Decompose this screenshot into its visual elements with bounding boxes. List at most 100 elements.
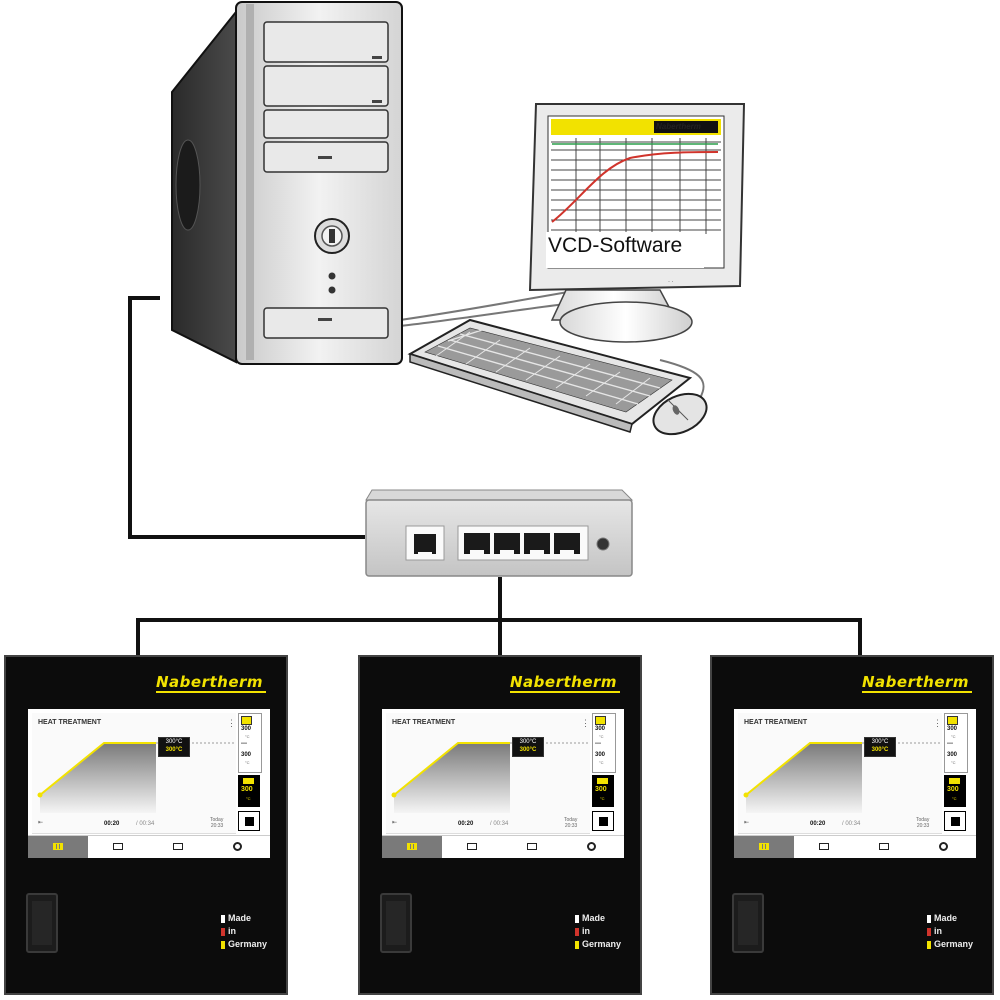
gear-icon [939,842,948,851]
controller-screen: HEAT TREATMENT ⋮ 300°C 300°C ⇤ 00:20 / 0… [382,709,624,858]
nav-bar [734,835,976,858]
mouse [652,392,708,436]
menu-icon[interactable]: ⋮ [227,718,236,728]
software-grid [551,138,721,234]
stop-icon [245,817,254,826]
zone-flag-icon [595,716,606,725]
chart-icon [819,843,829,850]
archive-icon [879,843,889,850]
nav-chart[interactable] [442,836,502,858]
elapsed-time: 00:20 [810,821,826,827]
controller-screen: HEAT TREATMENT ⋮ 300°C 300°C ⇤ 00:20 / 0… [28,709,270,858]
setpoint-tag: 300°C 300°C [864,737,896,757]
stop-button[interactable] [944,811,966,831]
monitor-brand-logo: Nabertherm [656,122,701,131]
nav-chart[interactable] [88,836,148,858]
program-curve [37,742,236,813]
controller-screen: HEAT TREATMENT ⋮ 300°C 300°C ⇤ 00:20 / 0… [734,709,976,858]
nav-settings[interactable] [914,836,974,858]
total-time: / 00:34 [136,821,155,827]
program-title: HEAT TREATMENT [744,719,808,726]
archive-icon [527,843,537,850]
network-switch [365,489,634,577]
nav-program[interactable] [734,836,794,858]
menu-icon[interactable]: ⋮ [581,718,590,728]
power-switch[interactable] [380,893,412,953]
program-plot: HEAT TREATMENT ⋮ 300°C 300°C ⇤ 00:20 / 0… [738,713,942,834]
nav-program[interactable] [382,836,442,858]
zone-flag-icon [241,716,252,725]
nav-settings[interactable] [208,836,268,858]
zone-panel: 300 °C --- 300 °C 300 °C [592,713,622,833]
elapsed-time: 00:20 [458,821,474,827]
program-icon: ⇤ [744,820,750,826]
svg-text:· ·: · · [668,279,674,285]
zone-panel: 300 °C --- 300 °C 300 °C [238,713,268,833]
heater-icon [243,778,254,784]
brand-logo: Nabertherm [156,673,264,691]
power-switch[interactable] [732,893,764,953]
nav-chart[interactable] [794,836,854,858]
cable-pc-to-switch [128,296,365,539]
elapsed-time: 00:20 [104,821,120,827]
front-slot [263,307,389,339]
program-title: HEAT TREATMENT [38,719,102,726]
program-plot: HEAT TREATMENT ⋮ 300°C 300°C ⇤ 00:20 / 0… [32,713,236,834]
furnace-controller-1: Nabertherm HEAT TREATMENT ⋮ 300°C 300°C … [4,655,288,995]
total-time: / 00:34 [490,821,509,827]
nav-archive[interactable] [148,836,208,858]
network-cables [128,296,862,655]
program-icon: ⇤ [38,820,44,826]
total-time: / 00:34 [842,821,861,827]
zone-flag-icon [947,716,958,725]
drive-bay-2 [263,65,389,107]
switch-power-led [596,537,610,551]
stop-button[interactable] [592,811,614,831]
active-zone[interactable]: 300 °C [238,775,260,807]
active-zone[interactable]: 300 °C [592,775,614,807]
tower-fan-vent [175,139,201,231]
furnace-controller-2: Nabertherm HEAT TREATMENT ⋮ 300°C 300°C … [358,655,642,995]
active-zone[interactable]: 300 °C [944,775,966,807]
nav-settings[interactable] [562,836,622,858]
nav-program[interactable] [28,836,88,858]
pc-tower [171,1,403,365]
heater-icon [949,778,960,784]
setpoint-tag: 300°C 300°C [512,737,544,757]
program-curve [391,742,590,813]
keyboard [407,318,693,433]
brand-logo: Nabertherm [862,673,970,691]
drive-bay-1 [263,21,389,63]
chart-icon [113,843,123,850]
monitor-stand-base [559,301,693,343]
software-curve-red [551,151,719,223]
program-grid-icon [407,843,417,850]
heater-icon [597,778,608,784]
stop-icon [951,817,960,826]
furnace-controller-3: Nabertherm HEAT TREATMENT ⋮ 300°C 300°C … [710,655,994,995]
software-label: VCD-Software [548,234,683,257]
power-switch[interactable] [26,893,58,953]
setpoint-tag: 300°C 300°C [158,737,190,757]
made-in-germany: Made in Germany [221,912,267,951]
made-in-germany: Made in Germany [927,912,973,951]
stop-button[interactable] [238,811,260,831]
program-grid-icon [53,843,63,850]
menu-icon[interactable]: ⋮ [933,718,942,728]
stop-icon [599,817,608,826]
chart-icon [467,843,477,850]
gear-icon [587,842,596,851]
brand-logo: Nabertherm [510,673,618,691]
program-plot: HEAT TREATMENT ⋮ 300°C 300°C ⇤ 00:20 / 0… [386,713,590,834]
gear-icon [233,842,242,851]
drive-bay-3 [263,109,389,139]
monitor: · · [528,103,746,343]
nav-bar [28,835,270,858]
zone-panel: 300 °C --- 300 °C 300 °C [944,713,974,833]
nav-archive[interactable] [854,836,914,858]
nav-archive[interactable] [502,836,562,858]
program-grid-icon [759,843,769,850]
